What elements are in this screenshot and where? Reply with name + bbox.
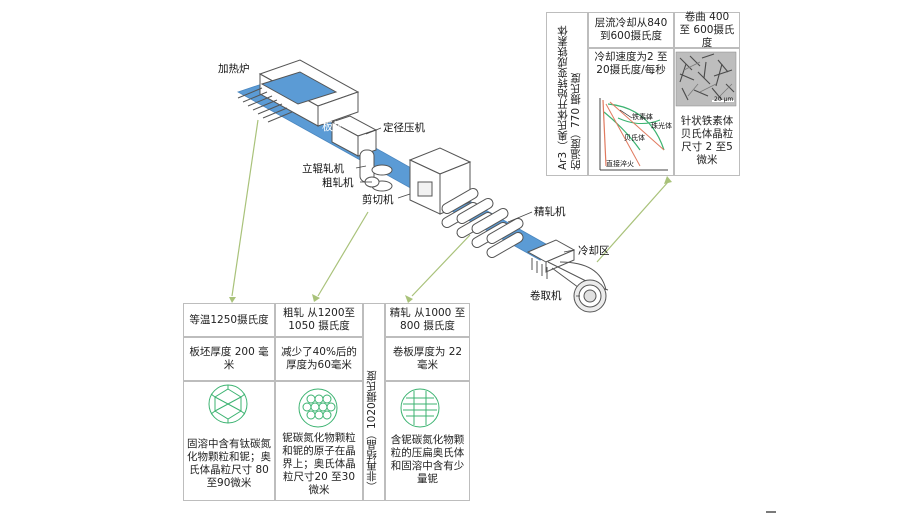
reheat-micro-cell: 固溶中含有钛碳氮化物颗粒和铌；奥氏体晶粒尺寸 80 至90微米 bbox=[183, 381, 275, 501]
rough-temp: 粗轧 从1200至1050 摄氏度 bbox=[282, 307, 356, 332]
reheat-thickness: 板坯厚度 200 毫米 bbox=[189, 346, 269, 371]
reheat-micro: 固溶中含有钛碳氮化物颗粒和铌；奥氏体晶粒尺寸 80 至90微米 bbox=[187, 438, 271, 489]
label-shear: 剪切机 bbox=[362, 194, 394, 206]
finish-grains-icon bbox=[400, 388, 440, 428]
rough-micro-cell: 铌碳氮化物颗粒和铌的原子在晶界上；奥氏体晶粒尺寸20 至30微米 bbox=[275, 381, 363, 501]
micrograph-icons bbox=[208, 384, 440, 428]
finish-temp-cell: 精轧 从1000 至 800 摄氏度 bbox=[385, 303, 470, 337]
rough-thickness: 减少了40%后的厚度为60毫米 bbox=[281, 346, 357, 371]
cct-pearlite: 珠光体 bbox=[651, 122, 672, 130]
laminar-label: 层流冷却从840到600摄氏度 bbox=[594, 17, 668, 42]
reheat-thickness-cell: 板坯厚度 200 毫米 bbox=[183, 337, 275, 381]
rate-cell: 冷却速度为2 至 20摄氏度/每秒 bbox=[588, 48, 674, 176]
finish-micro-cell: 含铌碳氮化物颗粒的压扁奥氏体和固溶中含有少量铌 bbox=[385, 381, 470, 501]
rate-label: 冷却速度为2 至 20摄氏度/每秒 bbox=[594, 51, 668, 76]
arrow-finishing bbox=[411, 234, 471, 297]
laminar-cell: 层流冷却从840到600摄氏度 bbox=[588, 12, 674, 48]
cct-ferrite: 铁素体 bbox=[632, 113, 653, 121]
arrow-cooling bbox=[596, 181, 669, 263]
label-coiler: 卷取机 bbox=[530, 290, 562, 302]
label-cooling: 冷却区 bbox=[578, 245, 610, 257]
acicular-ferrite-micrograph bbox=[675, 51, 737, 107]
finish-micro: 含铌碳氮化物颗粒的压扁奥氏体和固溶中含有少量铌 bbox=[390, 434, 465, 485]
cct-bainite: 贝氏体 bbox=[624, 134, 645, 142]
finish-thickness: 卷板厚度为 22 毫米 bbox=[392, 346, 463, 371]
coiling-label: 卷曲 400 至 600摄氏度 bbox=[679, 10, 735, 49]
nonrecryst-cell bbox=[363, 303, 385, 501]
label-slab: 板坯 bbox=[322, 120, 344, 133]
rough-micro: 铌碳氮化物颗粒和铌的原子在晶界上；奥氏体晶粒尺寸20 至30微米 bbox=[282, 432, 356, 496]
reheat-grains-icon bbox=[208, 384, 248, 424]
rough-grains-icon bbox=[298, 388, 338, 428]
result-label: 针状铁素体贝氏体晶粒尺寸 2 至5 微米 bbox=[680, 115, 734, 166]
finish-temp: 精轧 从1000 至 800 摄氏度 bbox=[389, 307, 466, 332]
rough-temp-cell: 粗轧 从1200至1050 摄氏度 bbox=[275, 303, 363, 337]
ar3-cell bbox=[546, 12, 588, 176]
cct-quench: 直接淬火 bbox=[606, 160, 634, 168]
rough-thickness-cell: 减少了40%后的厚度为60毫米 bbox=[275, 337, 363, 381]
finish-thickness-cell: 卷板厚度为 22 毫米 bbox=[385, 337, 470, 381]
label-roughing: 粗轧机 bbox=[322, 177, 354, 189]
label-leaders bbox=[355, 127, 580, 297]
label-edger: 立辊轧机 bbox=[302, 163, 344, 175]
arrow-roughing bbox=[317, 211, 369, 297]
arrow-furnace bbox=[231, 119, 259, 297]
roughing-stands bbox=[359, 149, 393, 192]
label-sizing-press: 定径压机 bbox=[383, 122, 425, 134]
coiler bbox=[547, 261, 609, 313]
result-cell: 针状铁素体贝氏体晶粒尺寸 2 至5 微米 bbox=[674, 48, 740, 176]
reheat-temp-cell: 等温1250摄氏度 bbox=[183, 303, 275, 337]
label-furnace: 加热炉 bbox=[218, 63, 250, 75]
reheat-furnace bbox=[237, 59, 360, 127]
label-finishing: 精轧机 bbox=[534, 206, 566, 218]
nonrecryst-label: （非再结晶）1020摄氏度 bbox=[366, 370, 378, 492]
connector-arrows bbox=[229, 119, 672, 303]
cct-diagram bbox=[596, 96, 670, 172]
coiling-cell: 卷曲 400 至 600摄氏度 bbox=[674, 10, 740, 49]
reheat-temp: 等温1250摄氏度 bbox=[189, 313, 269, 326]
scale-bar-label: 20 μm bbox=[714, 96, 734, 103]
finishing-rolls bbox=[441, 187, 524, 258]
slab-strip bbox=[237, 83, 561, 261]
ar3-label: Ar3（奥氏体开始转变成铁素体的温度）770 摄氏度 bbox=[557, 25, 582, 170]
